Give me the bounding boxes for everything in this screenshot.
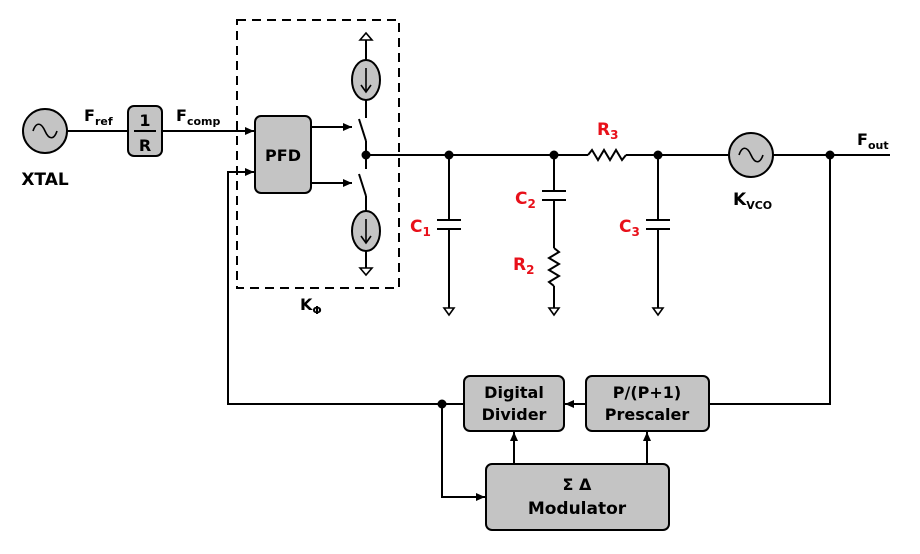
prescaler-line1: P/(P+1) [613, 383, 681, 402]
fcomp-label: Fcomp [176, 106, 220, 128]
charge-pump-down-source [351, 196, 381, 277]
capacitor-c1 [437, 155, 461, 317]
wire-feedback-to-modulator [441, 404, 485, 501]
digital-divider-line1: Digital [484, 383, 544, 402]
charge-pump-up-switch [358, 118, 367, 142]
capacitor-c2 [542, 155, 566, 248]
sigma-delta-modulator-block [485, 463, 670, 531]
xtal-label: XTAL [21, 170, 69, 190]
vco-oscillator [728, 132, 774, 178]
kphi-label: KΦ [300, 295, 322, 317]
capacitor-c3 [646, 155, 670, 317]
modulator-line2: Modulator [528, 499, 627, 519]
resistor-r3 [587, 148, 728, 162]
junction-cp [361, 150, 371, 160]
prescaler-line2: Prescaler [605, 405, 690, 424]
c1-label: C1 [410, 217, 431, 239]
r3-label: R3 [597, 120, 618, 142]
r2-label: R2 [513, 255, 534, 277]
charge-pump-dashed-box [236, 19, 400, 289]
pfd-label: PFD [265, 146, 301, 165]
kvco-label: KVCO [733, 190, 772, 212]
charge-pump-up-source [351, 31, 381, 118]
c3-label: C3 [619, 217, 640, 239]
divider-denominator: R [139, 136, 151, 155]
xtal-oscillator [22, 108, 68, 154]
c2-label: C2 [515, 189, 536, 211]
resistor-r2 [547, 247, 561, 317]
charge-pump-down-switch [358, 173, 367, 197]
pfd-block [254, 115, 312, 194]
fout-label: Fout [857, 130, 889, 152]
wire-fout-to-prescaler [709, 155, 831, 405]
wire-divider-to-pfd-feedback [227, 168, 464, 405]
digital-divider-line2: Divider [482, 405, 547, 424]
fref-label: Fref [84, 106, 113, 128]
modulator-line1: Σ Δ [563, 475, 593, 494]
divider-numerator: 1 [139, 111, 150, 130]
